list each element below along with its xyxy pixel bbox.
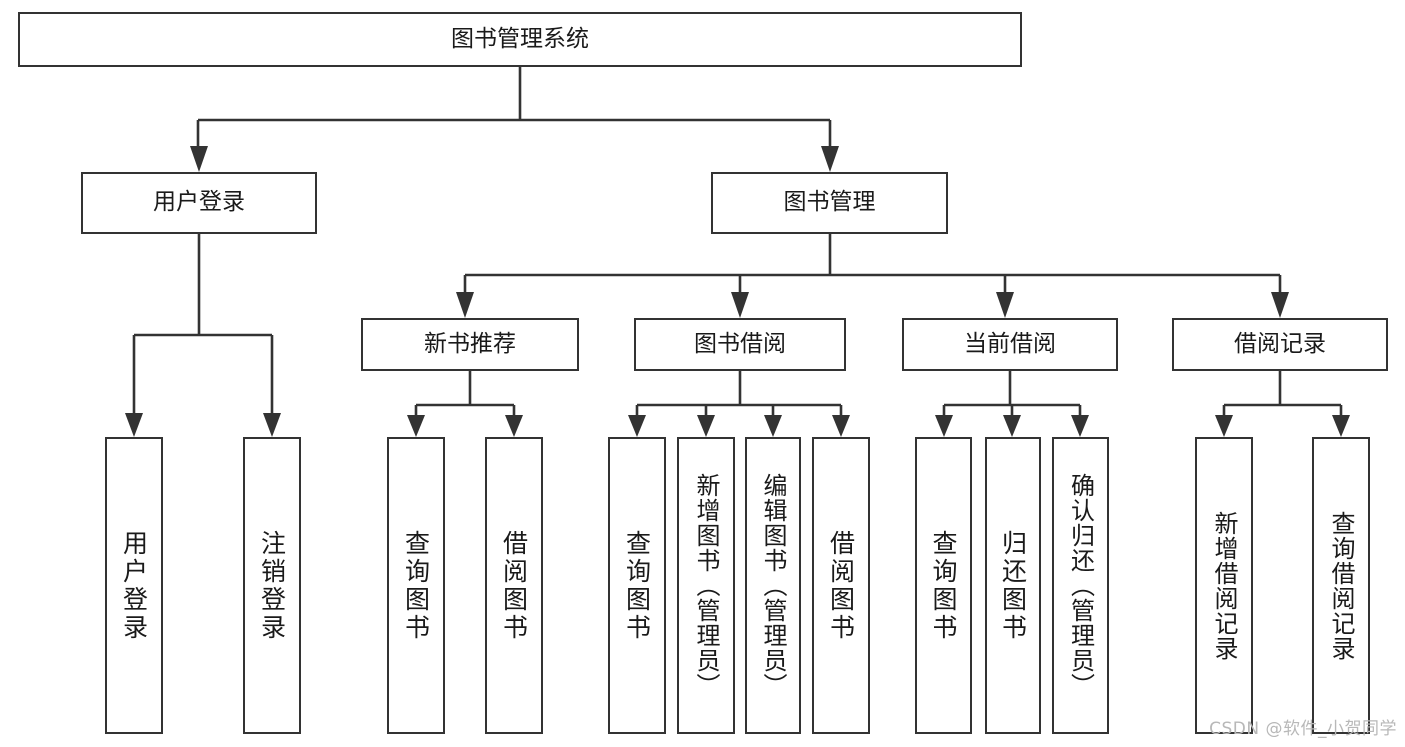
node-new-book-recommend[interactable]: 新书推荐 xyxy=(361,318,579,371)
arrowhead-current-borrow xyxy=(996,292,1014,318)
node-current-borrow-label: 当前借阅 xyxy=(964,330,1056,357)
arrowhead-borrow-record xyxy=(1271,292,1289,318)
node-new-book-recommend-label: 新书推荐 xyxy=(424,330,516,357)
node-leaf-logout[interactable]: 注销登录 xyxy=(243,437,301,734)
node-leaf-bb-edit-book-label: 编辑图书（管理员） xyxy=(759,473,787,698)
node-leaf-br-add-record-label: 新增借阅记录 xyxy=(1210,510,1238,661)
node-leaf-cb-query-book[interactable]: 查询图书 xyxy=(915,437,972,734)
node-leaf-cb-confirm-return[interactable]: 确认归还（管理员） xyxy=(1052,437,1109,734)
arrowhead-bb-leaf4 xyxy=(832,415,850,437)
node-leaf-user-login-label: 用户登录 xyxy=(119,529,149,642)
node-leaf-logout-label: 注销登录 xyxy=(257,529,287,642)
node-leaf-nb-borrow-book-label: 借阅图书 xyxy=(499,529,529,642)
node-book-borrow[interactable]: 图书借阅 xyxy=(634,318,846,371)
node-leaf-bb-add-book-label: 新增图书（管理员） xyxy=(692,473,720,698)
node-leaf-br-query-record-label: 查询借阅记录 xyxy=(1327,510,1355,661)
arrowhead-cb-leaf3 xyxy=(1071,415,1089,437)
node-book-manage[interactable]: 图书管理 xyxy=(711,172,948,234)
arrowhead-book-borrow xyxy=(731,292,749,318)
arrowhead-bb-leaf1 xyxy=(628,415,646,437)
node-leaf-nb-query-book-label: 查询图书 xyxy=(401,529,431,642)
arrowhead-cb-leaf2 xyxy=(1003,415,1021,437)
arrowhead-br-leaf1 xyxy=(1215,415,1233,437)
arrowhead-book-manage xyxy=(821,146,839,172)
node-leaf-nb-borrow-book[interactable]: 借阅图书 xyxy=(485,437,543,734)
arrowhead-ul-leaf1 xyxy=(125,413,143,437)
watermark-text: CSDN @软件_小贺同学 xyxy=(1209,719,1397,739)
node-leaf-cb-confirm-return-label: 确认归还（管理员） xyxy=(1066,473,1095,698)
node-leaf-bb-edit-book[interactable]: 编辑图书（管理员） xyxy=(745,437,801,734)
node-book-borrow-label: 图书借阅 xyxy=(694,330,786,357)
node-leaf-bb-query-book-label: 查询图书 xyxy=(622,529,652,642)
arrowhead-br-leaf2 xyxy=(1332,415,1350,437)
node-leaf-user-login[interactable]: 用户登录 xyxy=(105,437,163,734)
node-leaf-cb-query-book-label: 查询图书 xyxy=(929,529,958,642)
node-leaf-br-query-record[interactable]: 查询借阅记录 xyxy=(1312,437,1370,734)
node-root-label: 图书管理系统 xyxy=(451,25,589,52)
node-leaf-cb-return-book[interactable]: 归还图书 xyxy=(985,437,1041,734)
node-leaf-bb-query-book[interactable]: 查询图书 xyxy=(608,437,666,734)
node-leaf-cb-return-book-label: 归还图书 xyxy=(998,529,1028,642)
node-borrow-record[interactable]: 借阅记录 xyxy=(1172,318,1388,371)
node-leaf-bb-borrow-book[interactable]: 借阅图书 xyxy=(812,437,870,734)
node-leaf-br-add-record[interactable]: 新增借阅记录 xyxy=(1195,437,1253,734)
arrowhead-bb-leaf2 xyxy=(697,415,715,437)
node-root[interactable]: 图书管理系统 xyxy=(18,12,1022,67)
node-user-login-label: 用户登录 xyxy=(153,189,245,216)
arrowhead-bb-leaf3 xyxy=(764,415,782,437)
arrowhead-nb-leaf1 xyxy=(407,415,425,437)
arrowhead-ul-leaf2 xyxy=(263,413,281,437)
node-leaf-bb-add-book[interactable]: 新增图书（管理员） xyxy=(677,437,735,734)
node-book-manage-label: 图书管理 xyxy=(783,189,876,216)
node-borrow-record-label: 借阅记录 xyxy=(1234,330,1326,357)
arrowhead-cb-leaf1 xyxy=(935,415,953,437)
node-user-login[interactable]: 用户登录 xyxy=(81,172,317,234)
node-leaf-bb-borrow-book-label: 借阅图书 xyxy=(826,529,856,642)
arrowhead-new-book xyxy=(456,292,474,318)
arrowhead-user-login xyxy=(190,146,208,172)
arrowhead-nb-leaf2 xyxy=(505,415,523,437)
node-current-borrow[interactable]: 当前借阅 xyxy=(902,318,1118,371)
node-leaf-nb-query-book[interactable]: 查询图书 xyxy=(387,437,445,734)
